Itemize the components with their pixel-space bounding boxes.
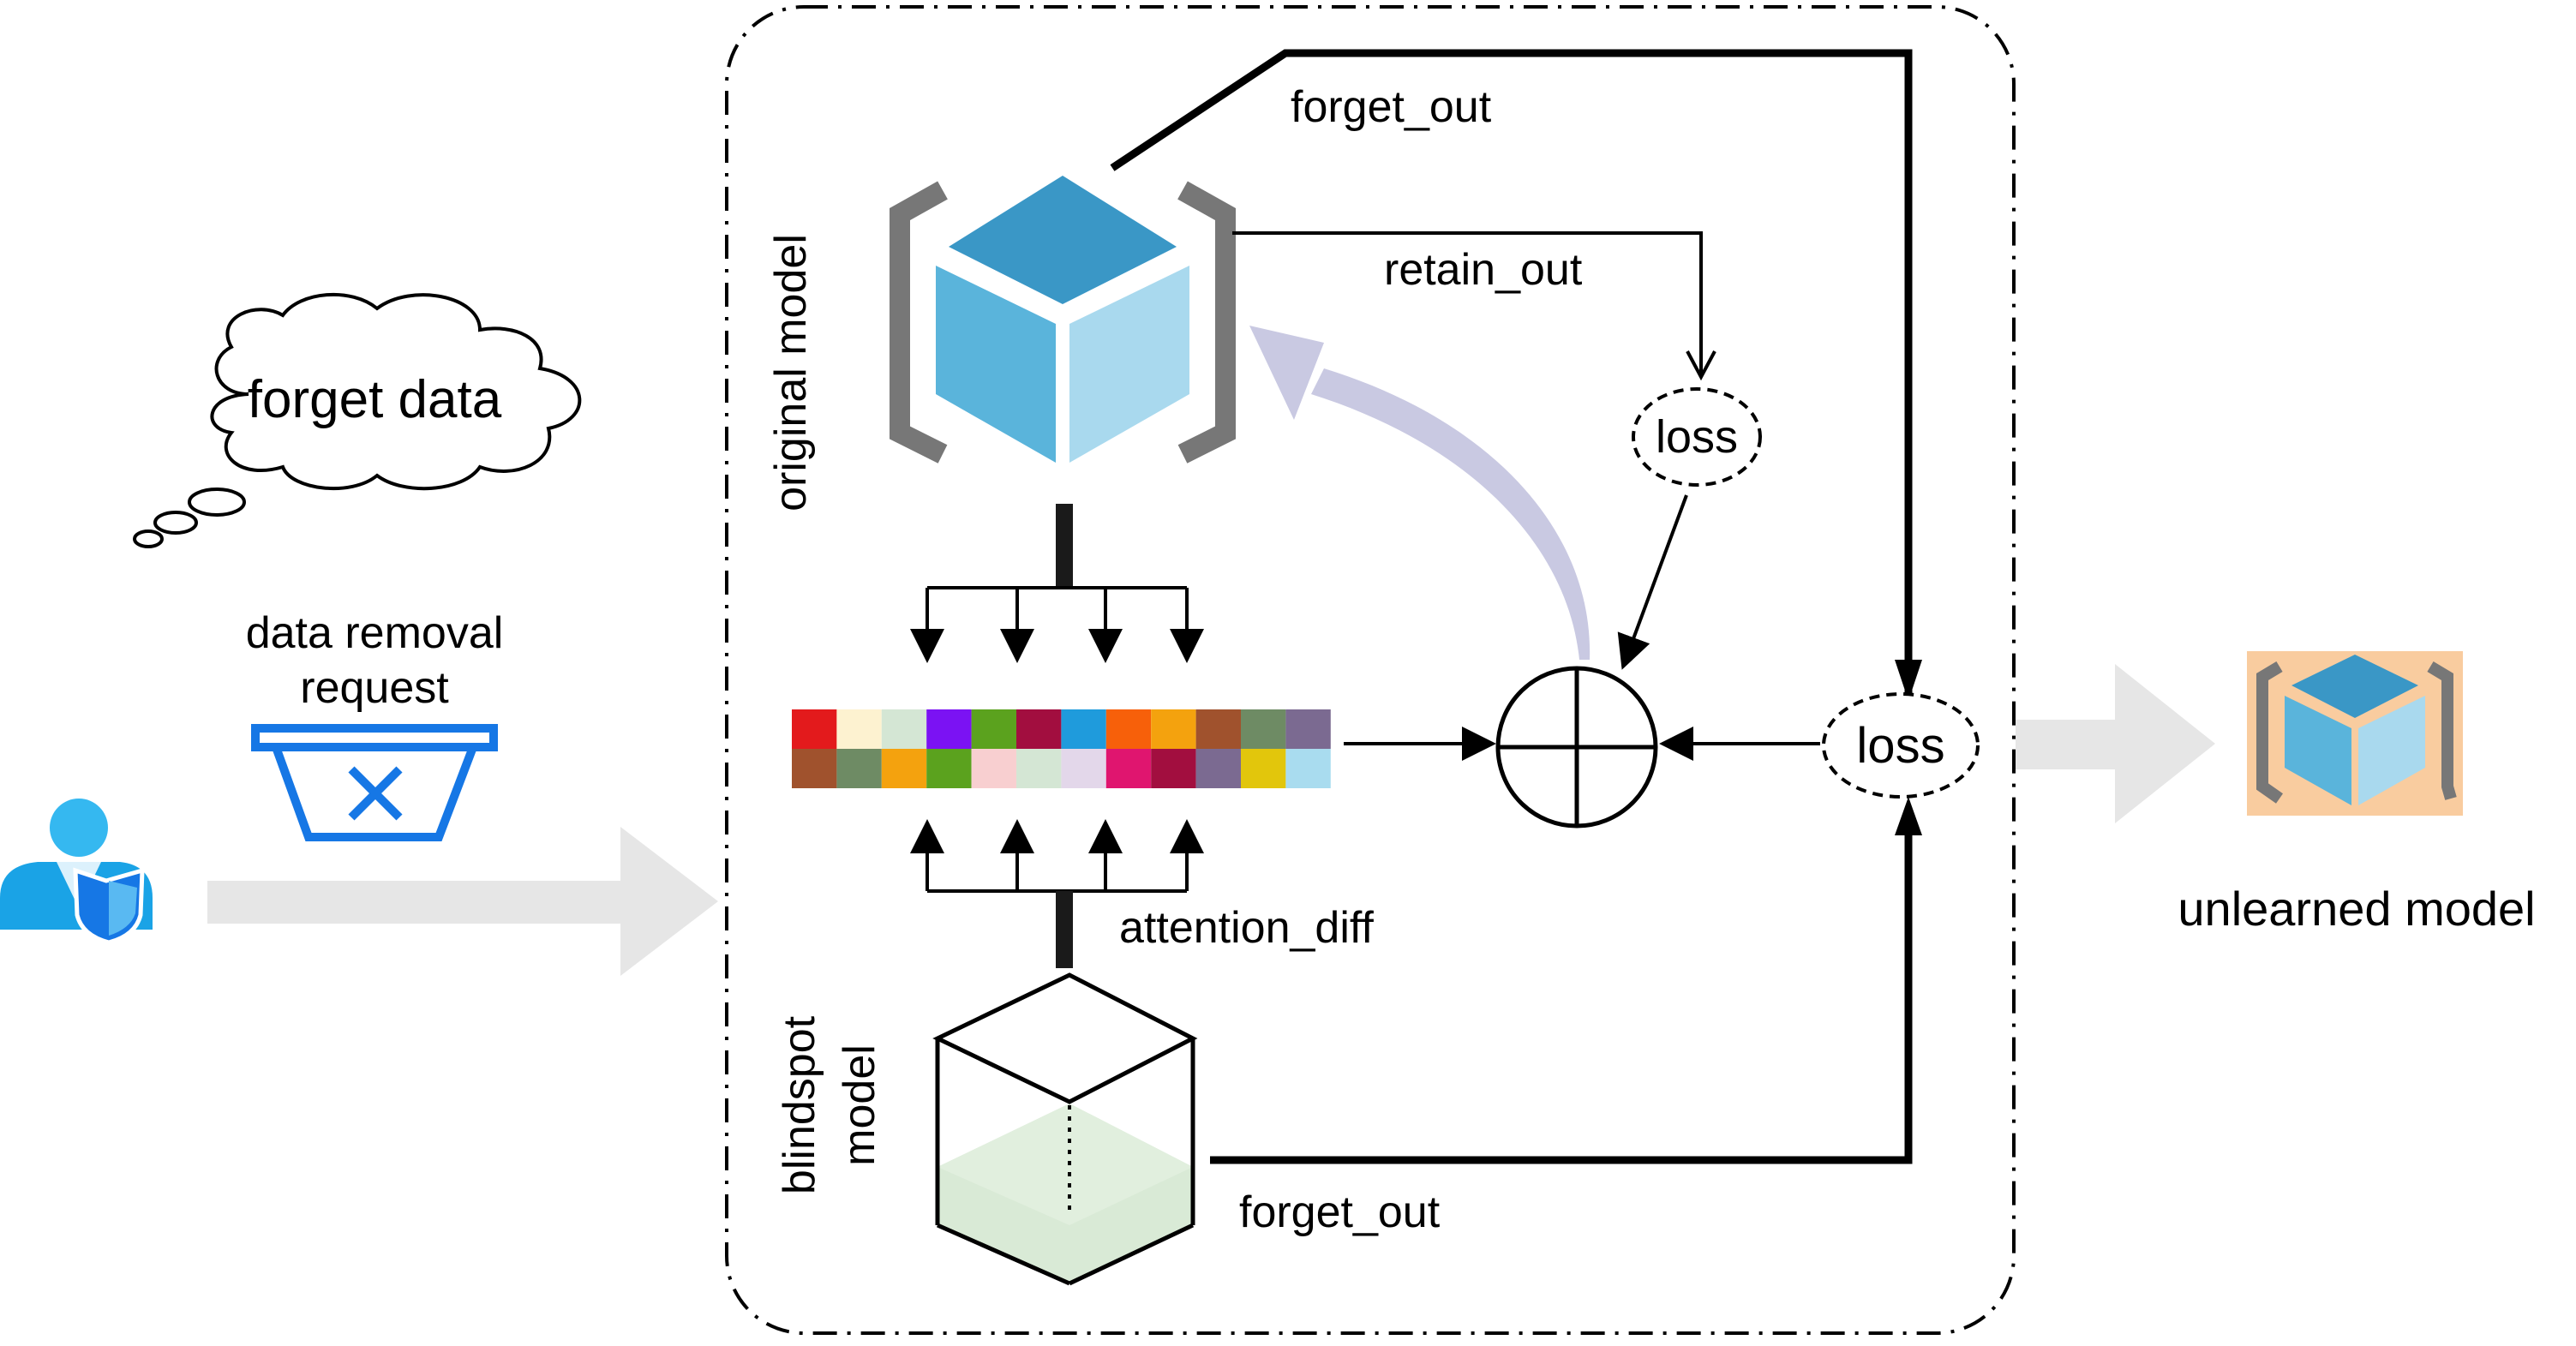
attention-tile xyxy=(1285,709,1331,749)
attention-tile xyxy=(1016,749,1062,788)
output-arrow xyxy=(2016,664,2215,823)
data-removal-label-2: request xyxy=(300,663,449,713)
loss-top-node xyxy=(1632,387,1762,487)
attention-tile xyxy=(1016,709,1062,749)
attention-tile xyxy=(1241,749,1286,788)
unlearned-model-label: unlearned model xyxy=(2178,882,2535,936)
blindspot-label-1: blindspot xyxy=(775,1015,824,1194)
forget-out-top-label: forget_out xyxy=(1291,82,1492,132)
retain-out-path xyxy=(1232,231,1716,381)
original-model-fanout xyxy=(910,504,1204,663)
original-model-label: original model xyxy=(766,234,816,511)
original-model-cube-icon xyxy=(890,176,1236,464)
attention-tile xyxy=(1105,749,1152,788)
removal-basket-icon xyxy=(251,724,498,841)
attention-tile xyxy=(792,749,837,788)
loss-top-label: loss xyxy=(1656,411,1738,463)
attention-tile xyxy=(792,709,837,749)
forget-out-bottom-label: forget_out xyxy=(1239,1187,1441,1237)
loss-right-node xyxy=(1822,692,1980,799)
attention-tile xyxy=(881,749,927,788)
feedback-arrow xyxy=(1249,326,1591,660)
retain-out-label: retain_out xyxy=(1384,245,1583,295)
attention-tile xyxy=(926,709,972,749)
attention-tile xyxy=(1195,749,1241,788)
attention-tiles xyxy=(792,709,1331,788)
forget-out-top-path xyxy=(1110,49,1922,701)
data-removal-label-1: data removal xyxy=(246,608,504,658)
unlearned-model-icon xyxy=(2247,651,2463,816)
attention-tile xyxy=(1105,709,1152,749)
thought-cloud xyxy=(133,292,582,548)
attention-tile xyxy=(1285,749,1331,788)
sum-node xyxy=(1495,666,1658,829)
attention-tile xyxy=(971,749,1016,788)
attention-tile xyxy=(1061,709,1106,749)
attention-tile xyxy=(1151,749,1196,788)
attention-tile xyxy=(926,749,972,788)
user-shield-icon xyxy=(0,799,153,945)
forget-data-label: forget data xyxy=(248,370,502,429)
input-arrow xyxy=(207,827,718,976)
attention-tile xyxy=(836,749,882,788)
blindspot-model-cube-icon xyxy=(932,972,1198,1286)
attention-tile xyxy=(1241,709,1286,749)
blindspot-label-2: model xyxy=(835,1044,884,1166)
attention-tile xyxy=(836,709,882,749)
attention-tile xyxy=(1195,709,1241,749)
process-container xyxy=(725,5,2016,1335)
attention-tile xyxy=(881,709,927,749)
attention-diff-label: attention_diff xyxy=(1119,903,1374,953)
attention-tile xyxy=(1151,709,1196,749)
attention-tile xyxy=(1061,749,1106,788)
attention-tile xyxy=(971,709,1016,749)
loss-right-label: loss xyxy=(1856,718,1944,774)
forget-out-bottom-path xyxy=(1210,797,1922,1164)
loss-to-sum-arrow xyxy=(1617,494,1688,670)
blindspot-model-fanin xyxy=(910,819,1204,968)
